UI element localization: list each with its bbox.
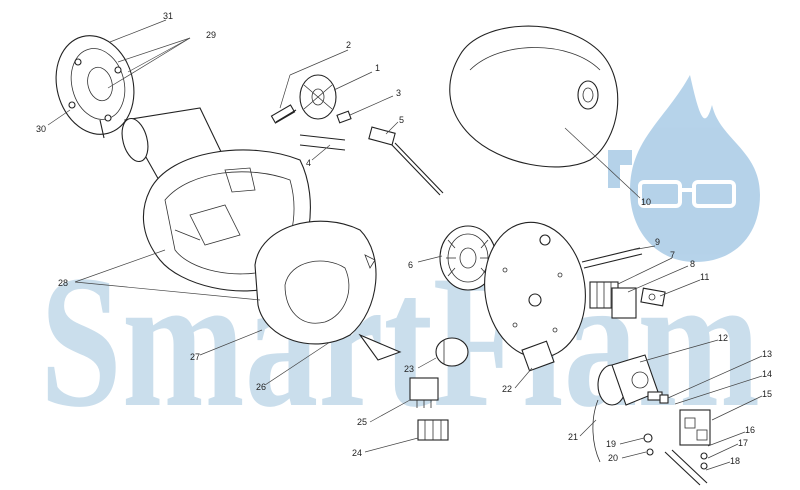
fan-impeller (439, 225, 497, 291)
watermark-logo: SmartFlam (40, 75, 760, 447)
callout-7: 7 (670, 250, 675, 260)
callout-24: 24 (352, 448, 362, 458)
watermark-text: SmartFlam (40, 237, 760, 447)
callout-16: 16 (745, 425, 755, 435)
callout-4: 4 (306, 158, 311, 168)
callout-2: 2 (346, 40, 351, 50)
coupling (659, 394, 669, 404)
callout-5: 5 (399, 115, 404, 125)
callout-28: 28 (58, 278, 68, 288)
nozzle (336, 110, 352, 124)
callout-20: 20 (608, 453, 618, 463)
flexible-hoses (664, 449, 708, 486)
callout-25: 25 (357, 417, 367, 427)
callout-30: 30 (36, 124, 46, 134)
callout-8: 8 (690, 259, 695, 269)
callout-6: 6 (408, 260, 413, 270)
callout-29: 29 (206, 30, 216, 40)
callout-26: 26 (256, 382, 266, 392)
small-fittings (643, 433, 654, 456)
callout-14: 14 (762, 369, 772, 379)
callout-22: 22 (502, 384, 512, 394)
callout-21: 21 (568, 432, 578, 442)
callout-27: 27 (190, 352, 200, 362)
capacitor (435, 337, 469, 367)
diffuser-disc (299, 74, 337, 120)
callout-19: 19 (606, 439, 616, 449)
callout-1: 1 (375, 63, 380, 73)
callout-15: 15 (762, 389, 772, 399)
flange-plate (55, 35, 135, 139)
callout-23: 23 (404, 364, 414, 374)
pump (679, 409, 711, 446)
callout-11: 11 (700, 272, 709, 282)
cable-bracket (581, 247, 643, 269)
electrodes (299, 134, 346, 151)
ignition-transformer (521, 340, 555, 372)
air-inlet-shroud (254, 220, 402, 361)
reset-bracket (640, 287, 666, 307)
nozzle-holder-rod (368, 126, 444, 196)
control-box-socket (417, 419, 449, 441)
callout-17: 17 (738, 438, 748, 448)
cable (592, 399, 601, 463)
electrode-bracket (270, 104, 297, 124)
part-number-callouts: 1 2 3 4 5 6 7 8 9 10 11 12 13 14 15 16 1… (36, 11, 772, 466)
callout-9: 9 (655, 237, 660, 247)
leader-lines (47, 19, 763, 471)
callout-10: 10 (641, 197, 651, 207)
flame-mascot-icon (608, 75, 760, 262)
electric-motor (597, 354, 663, 406)
callout-31: 31 (163, 11, 173, 21)
callout-18: 18 (730, 456, 740, 466)
control-relay (611, 287, 637, 319)
burner-cover (449, 25, 619, 168)
callout-3: 3 (396, 88, 401, 98)
callout-12: 12 (718, 333, 728, 343)
control-box-base (409, 377, 439, 408)
callout-13: 13 (762, 349, 772, 359)
